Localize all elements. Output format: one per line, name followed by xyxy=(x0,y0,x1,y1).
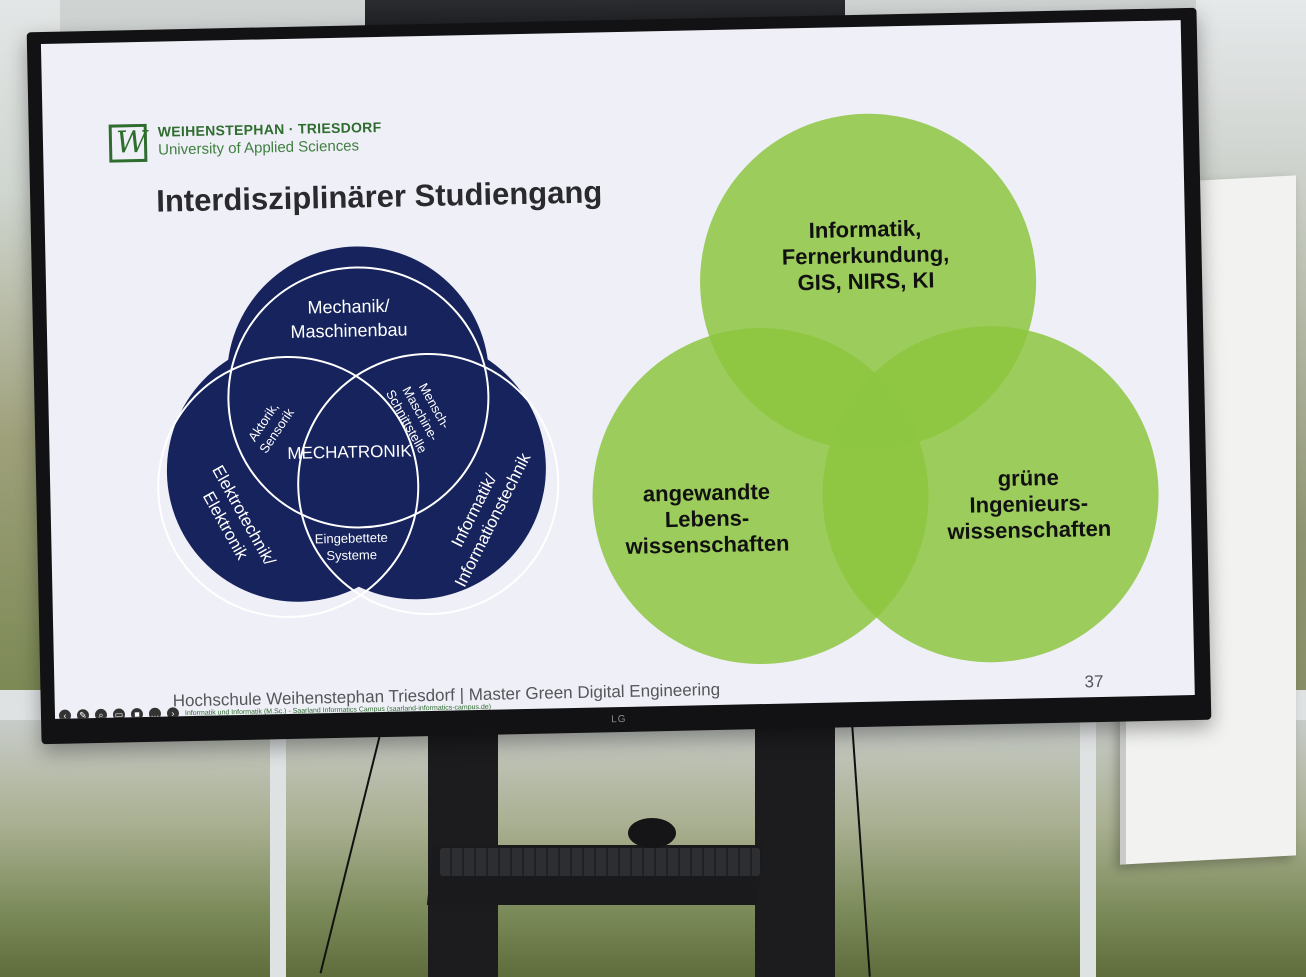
tv-stand-leg xyxy=(755,725,835,977)
prev-slide-icon[interactable]: ‹ xyxy=(58,709,72,719)
green-label-right-3: wissenschaften xyxy=(946,516,1111,544)
green-label-top-2: Fernerkundung, xyxy=(782,241,950,270)
camera-icon[interactable]: ■ xyxy=(130,708,144,719)
label-center: MECHATRONIK xyxy=(287,441,412,463)
subtitles-icon[interactable]: ▭ xyxy=(112,708,126,719)
more-options-icon[interactable]: … xyxy=(148,707,162,719)
green-circle-right xyxy=(822,326,1159,663)
mechatronics-venn: Mechanik/ Maschinenbau MECHATRONIK Aktor… xyxy=(157,246,560,618)
label-top-1: Mechanik/ xyxy=(307,296,389,318)
window-frame xyxy=(270,720,286,977)
venn-ring-top xyxy=(227,266,490,529)
toolbar-link[interactable]: Informatik und Informatik (M.Sc.) - Saar… xyxy=(184,703,492,717)
green-label-left-2: Lebens- xyxy=(665,505,750,532)
green-label-right-2: Ingenieurs- xyxy=(969,490,1088,517)
venn-diagrams: Mechanik/ Maschinenbau MECHATRONIK Aktor… xyxy=(157,113,1159,665)
keyboard xyxy=(440,848,760,876)
mouse xyxy=(628,818,676,848)
green-label-right-1: grüne xyxy=(997,465,1059,491)
venn-ring-left xyxy=(157,355,420,618)
green-label-top-3: GIS, NIRS, KI xyxy=(797,267,934,295)
label-top-2: Maschinenbau xyxy=(290,319,407,341)
next-slide-icon[interactable]: › xyxy=(166,707,180,719)
presentation-slide: W WEIHENSTEPHAN · TRIESDORF University o… xyxy=(40,20,1195,719)
venn-ring-right xyxy=(297,353,560,616)
green-label-left-3: wissenschaften xyxy=(624,530,789,558)
zoom-icon[interactable]: ⌕ xyxy=(94,708,108,719)
label-bottom-2: Systeme xyxy=(326,547,377,563)
window-frame xyxy=(1080,720,1096,977)
tv-monitor: W WEIHENSTEPHAN · TRIESDORF University o… xyxy=(26,7,1212,745)
green-venn: Informatik, Fernerkundung, GIS, NIRS, KI… xyxy=(592,113,1159,665)
tv-brand-logo: LG xyxy=(611,713,627,726)
venn-circle-right xyxy=(283,337,546,600)
label-bottom-1: Eingebettete xyxy=(315,530,388,547)
page-number: 37 xyxy=(1084,671,1104,692)
pen-icon[interactable]: ✎ xyxy=(76,709,90,719)
green-label-top-1: Informatik, xyxy=(808,216,921,243)
green-label-left-1: angewandte xyxy=(643,479,771,507)
